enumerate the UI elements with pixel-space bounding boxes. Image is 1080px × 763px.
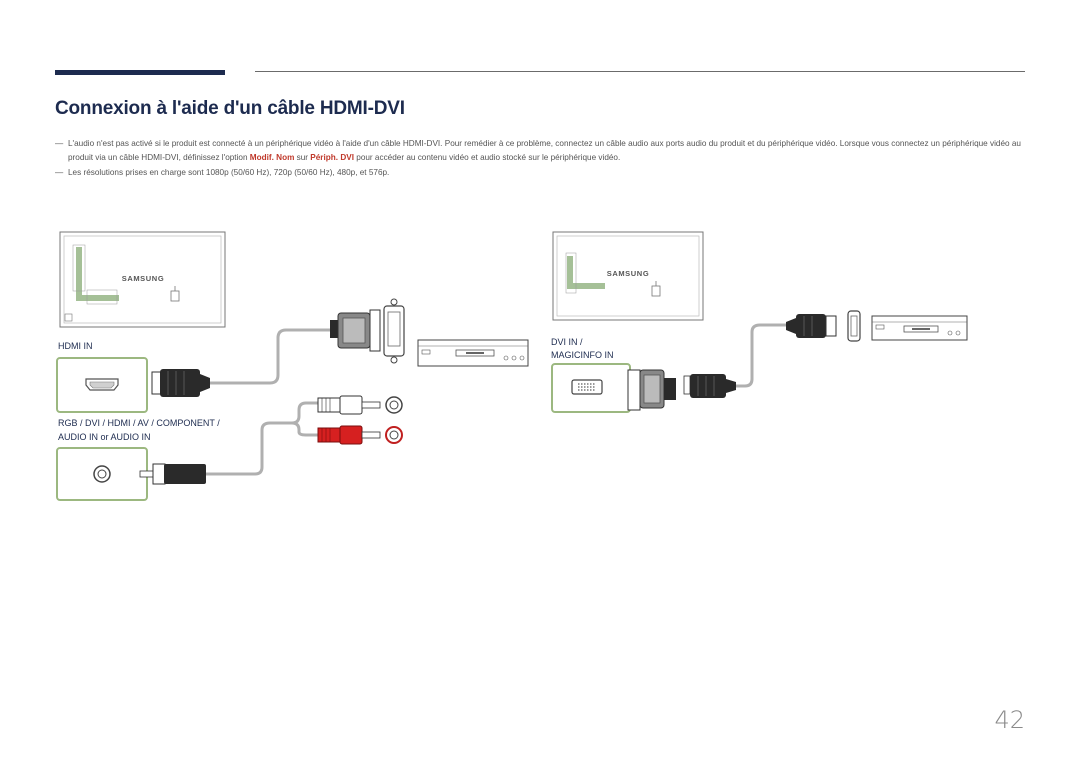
dvi-port-device: [383, 298, 405, 364]
source-device-right: [871, 315, 968, 341]
option-value-highlight: Périph. DVI: [310, 152, 354, 162]
hdmi-dvi-cable: [210, 328, 332, 385]
header-accent-bar: [55, 70, 225, 75]
hdmi-plug-top-right: [786, 314, 837, 338]
note-text: L'audio n'est pas activé si le produit e…: [68, 139, 1021, 162]
dvi-plug: [330, 309, 381, 352]
audio-in-label-line1: RGB / DVI / HDMI / AV / COMPONENT /: [58, 418, 220, 428]
audio-y-cable: [206, 401, 318, 476]
note-text: Les résolutions prises en charge sont 10…: [68, 168, 390, 177]
display-rear-left: SAMSUNG: [59, 231, 226, 328]
note-audio: ― L'audio n'est pas activé si le produit…: [55, 137, 1030, 164]
hdmi-dvi-cable-right: [736, 323, 786, 388]
dvi-plug-right: [627, 369, 676, 411]
dvi-in-label-line2: MAGICINFO IN: [551, 350, 614, 360]
rca-plug-red: [317, 425, 381, 445]
page-title: Connexion à l'aide d'un câble HDMI-DVI: [55, 98, 405, 119]
hdmi-plug-right: [683, 374, 736, 398]
header-rule: [255, 71, 1025, 72]
audio-in-label-line2: AUDIO IN or AUDIO IN: [58, 432, 151, 442]
samsung-logo: SAMSUNG: [122, 274, 165, 283]
note-dash: ―: [55, 139, 64, 148]
option-name-highlight: Modif. Nom: [249, 152, 295, 162]
rca-plug-white: [317, 395, 381, 415]
stereo-mini-plug: [139, 463, 206, 485]
dvi-in-label-line1: DVI IN /: [551, 337, 583, 347]
dvi-in-port: [551, 363, 631, 413]
audio-in-port: [56, 447, 148, 501]
note-dash: ―: [55, 168, 64, 177]
hdmi-in-label: HDMI IN: [58, 341, 93, 351]
page-number: 42: [994, 706, 1025, 734]
note-text: sur: [294, 152, 311, 162]
notes: ― L'audio n'est pas activé si le produit…: [55, 137, 1030, 180]
display-rear-right: SAMSUNG: [552, 231, 704, 321]
source-device: [417, 339, 529, 367]
note-resolutions: ― Les résolutions prises en charge sont …: [55, 166, 1030, 180]
note-text: pour accéder au contenu vidéo et audio s…: [353, 152, 621, 162]
samsung-logo: SAMSUNG: [607, 269, 650, 278]
hdmi-plug: [151, 369, 210, 397]
hdmi-in-port: [56, 357, 148, 413]
hdmi-port-device: [847, 310, 861, 342]
